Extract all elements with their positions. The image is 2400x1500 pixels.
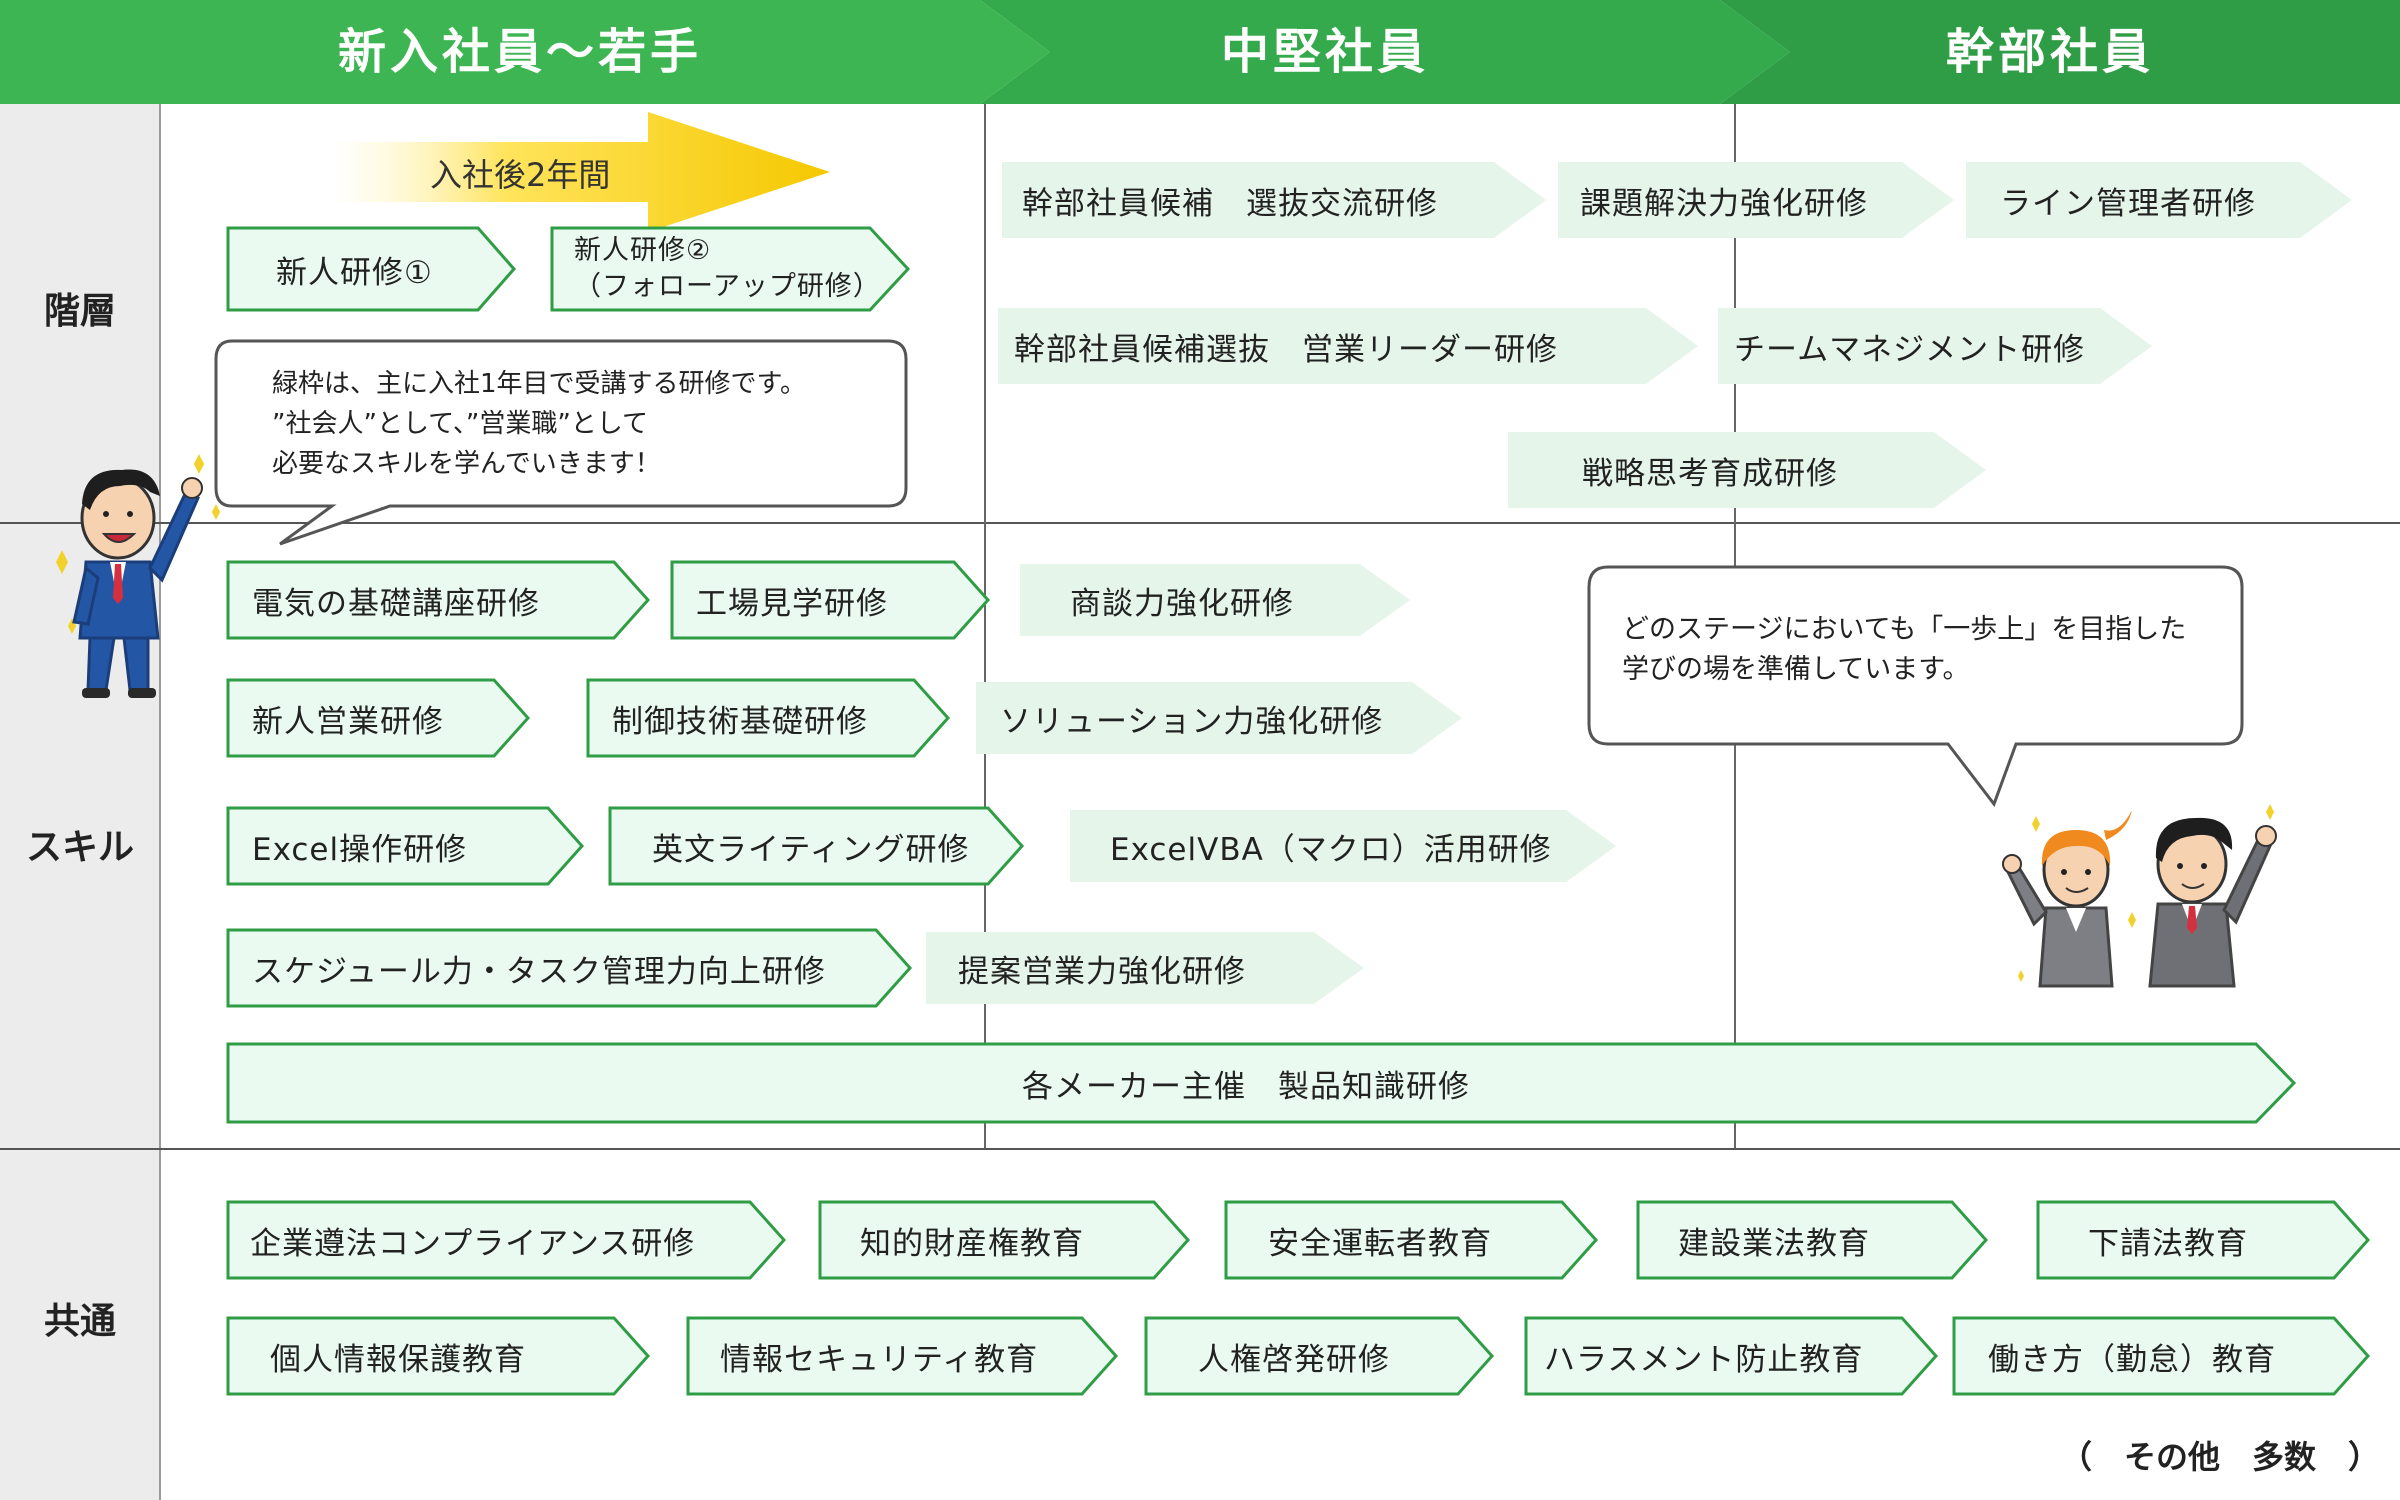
row-divider-2 <box>0 1148 2400 1150</box>
arrow-eigyo: 新人営業研修 <box>226 678 531 758</box>
arrow-label: ExcelVBA（マクロ）活用研修 <box>1110 831 1552 868</box>
arrow-label: 働き方（勤怠）教育 <box>1988 1341 2276 1378</box>
arrow-label: 新人営業研修 <box>252 703 444 740</box>
stage-new-to-junior: 新入社員～若手 <box>337 24 702 80</box>
arrow-line: ライン管理者研修 <box>1966 162 2352 238</box>
arrow-compliance: 企業遵法コンプライアンス研修 <box>226 1200 787 1280</box>
arrow-eigyo-leader: 幹部社員候補選抜 営業リーダー研修 <box>998 308 1698 384</box>
arrow-kojin: 個人情報保護教育 <box>226 1316 651 1396</box>
arrow-chiteki: 知的財産権教育 <box>818 1200 1191 1280</box>
arrow-label-line1: 新人研修② <box>574 235 712 266</box>
arrow-label: 情報セキュリティ教育 <box>720 1341 1039 1378</box>
arrow-security: 情報セキュリティ教育 <box>686 1316 1119 1396</box>
arrow-label: スケジュール力・タスク管理力向上研修 <box>252 953 826 990</box>
arrow-teian: 提案営業力強化研修 <box>926 932 1364 1004</box>
arrow-label: 建設業法教育 <box>1678 1225 1870 1262</box>
arrow-hatarakikata: 働き方（勤怠）教育 <box>1952 1316 2371 1396</box>
arrow-label: 商談力強化研修 <box>1070 585 1294 622</box>
footer-note: （ その他 多数 ） <box>2060 1438 2381 1476</box>
arrow-label: 幹部社員候補選抜 営業リーダー研修 <box>1014 331 1558 368</box>
stage-executive: 幹部社員 <box>1945 24 2154 80</box>
arrow-excel: Excel操作研修 <box>226 806 585 886</box>
arrow-label: ソリューション力強化研修 <box>1000 703 1384 740</box>
businessman-illustration <box>56 454 220 698</box>
arrow-label: 企業遵法コンプライアンス研修 <box>250 1225 696 1262</box>
bubble-left-line1: 緑枠は、主に入社1年目で受講する研修です。 <box>272 369 806 399</box>
arrow-label: 戦略思考育成研修 <box>1582 455 1838 492</box>
arrow-label: 下請法教育 <box>2088 1225 2248 1262</box>
arrow-harassment: ハラスメント防止教育 <box>1524 1316 1939 1396</box>
arrow-label: 個人情報保護教育 <box>270 1341 526 1378</box>
row-label-common: 共通 <box>43 1301 116 1342</box>
arrow-shinjin2: 新人研修② （フォローアップ研修） <box>550 226 911 312</box>
speech-bubble-right: どのステージにおいても「一歩上」を目指した 学びの場を準備しています。 <box>1586 564 2246 814</box>
arrow-label: ライン管理者研修 <box>2000 185 2256 222</box>
row-label-column <box>0 104 160 1500</box>
period-arrow <box>330 112 830 232</box>
arrow-label: 課題解決力強化研修 <box>1580 185 1868 222</box>
arrow-label: 安全運転者教育 <box>1268 1225 1492 1262</box>
stage-divider-1 <box>984 104 986 1148</box>
arrow-label: 電気の基礎講座研修 <box>252 585 540 622</box>
arrow-solution: ソリューション力強化研修 <box>976 682 1462 754</box>
arrow-label: 工場見学研修 <box>696 585 888 622</box>
arrow-shodan: 商談力強化研修 <box>1020 564 1410 636</box>
arrow-denki: 電気の基礎講座研修 <box>226 560 651 640</box>
arrow-label: Excel操作研修 <box>252 831 468 868</box>
arrow-maker: 各メーカー主催 製品知識研修 <box>226 1042 2297 1124</box>
arrow-eibun: 英文ライティング研修 <box>608 806 1025 886</box>
arrow-team: チームマネジメント研修 <box>1718 308 2152 384</box>
arrow-label: 新人研修① <box>276 254 433 291</box>
arrow-shitauke: 下請法教育 <box>2036 1200 2371 1280</box>
arrow-kadai: 課題解決力強化研修 <box>1558 162 1954 238</box>
row-divider-1 <box>0 522 2400 524</box>
bubble-right-line2: 学びの場を準備しています。 <box>1622 654 1970 685</box>
arrow-kensetsu: 建設業法教育 <box>1636 1200 1989 1280</box>
period-arrow-label: 入社後2年間 <box>430 156 611 194</box>
arrow-label: ハラスメント防止教育 <box>1544 1341 1864 1378</box>
arrow-label: 英文ライティング研修 <box>652 831 970 868</box>
team-illustration <box>2002 804 2277 988</box>
label-column-divider <box>159 104 161 1500</box>
row-label-skill: スキル <box>25 827 134 868</box>
arrow-senryaku: 戦略思考育成研修 <box>1508 432 1986 508</box>
arrow-shinjin1: 新人研修① <box>226 226 516 312</box>
bubble-left-line2: ”社会人”として、”営業職”として <box>272 409 649 439</box>
bubble-left-line3: 必要なスキルを学んでいきます！ <box>272 449 661 479</box>
arrow-anzen: 安全運転者教育 <box>1224 1200 1599 1280</box>
arrow-jinken: 人権啓発研修 <box>1144 1316 1495 1396</box>
arrow-kojo: 工場見学研修 <box>670 560 991 640</box>
arrow-label: 各メーカー主催 製品知識研修 <box>1022 1068 1470 1105</box>
stage-header-band <box>0 0 2400 104</box>
arrow-label: 人権啓発研修 <box>1198 1341 1390 1378</box>
arrow-label: 知的財産権教育 <box>860 1225 1084 1262</box>
stage-mid-level: 中堅社員 <box>1220 24 1429 80</box>
arrow-label: チームマネジメント研修 <box>1734 331 2086 368</box>
bubble-right-line1: どのステージにおいても「一歩上」を目指した <box>1622 614 2187 645</box>
arrow-label-line2: （フォローアップ研修） <box>574 271 881 302</box>
arrow-schedule: スケジュール力・タスク管理力向上研修 <box>226 928 913 1008</box>
arrow-label: 制御技術基礎研修 <box>612 703 868 740</box>
arrow-label: 幹部社員候補 選抜交流研修 <box>1022 185 1438 222</box>
arrow-seigyo: 制御技術基礎研修 <box>586 678 951 758</box>
row-label-hierarchy: 階層 <box>43 291 116 332</box>
arrow-excelvba: ExcelVBA（マクロ）活用研修 <box>1070 810 1616 882</box>
arrow-label: 提案営業力強化研修 <box>958 953 1246 990</box>
speech-bubble-left: 緑枠は、主に入社1年目で受講する研修です。 ”社会人”として、”営業職”として … <box>212 338 912 548</box>
arrow-senbatsu-koryu: 幹部社員候補 選抜交流研修 <box>1002 162 1546 238</box>
